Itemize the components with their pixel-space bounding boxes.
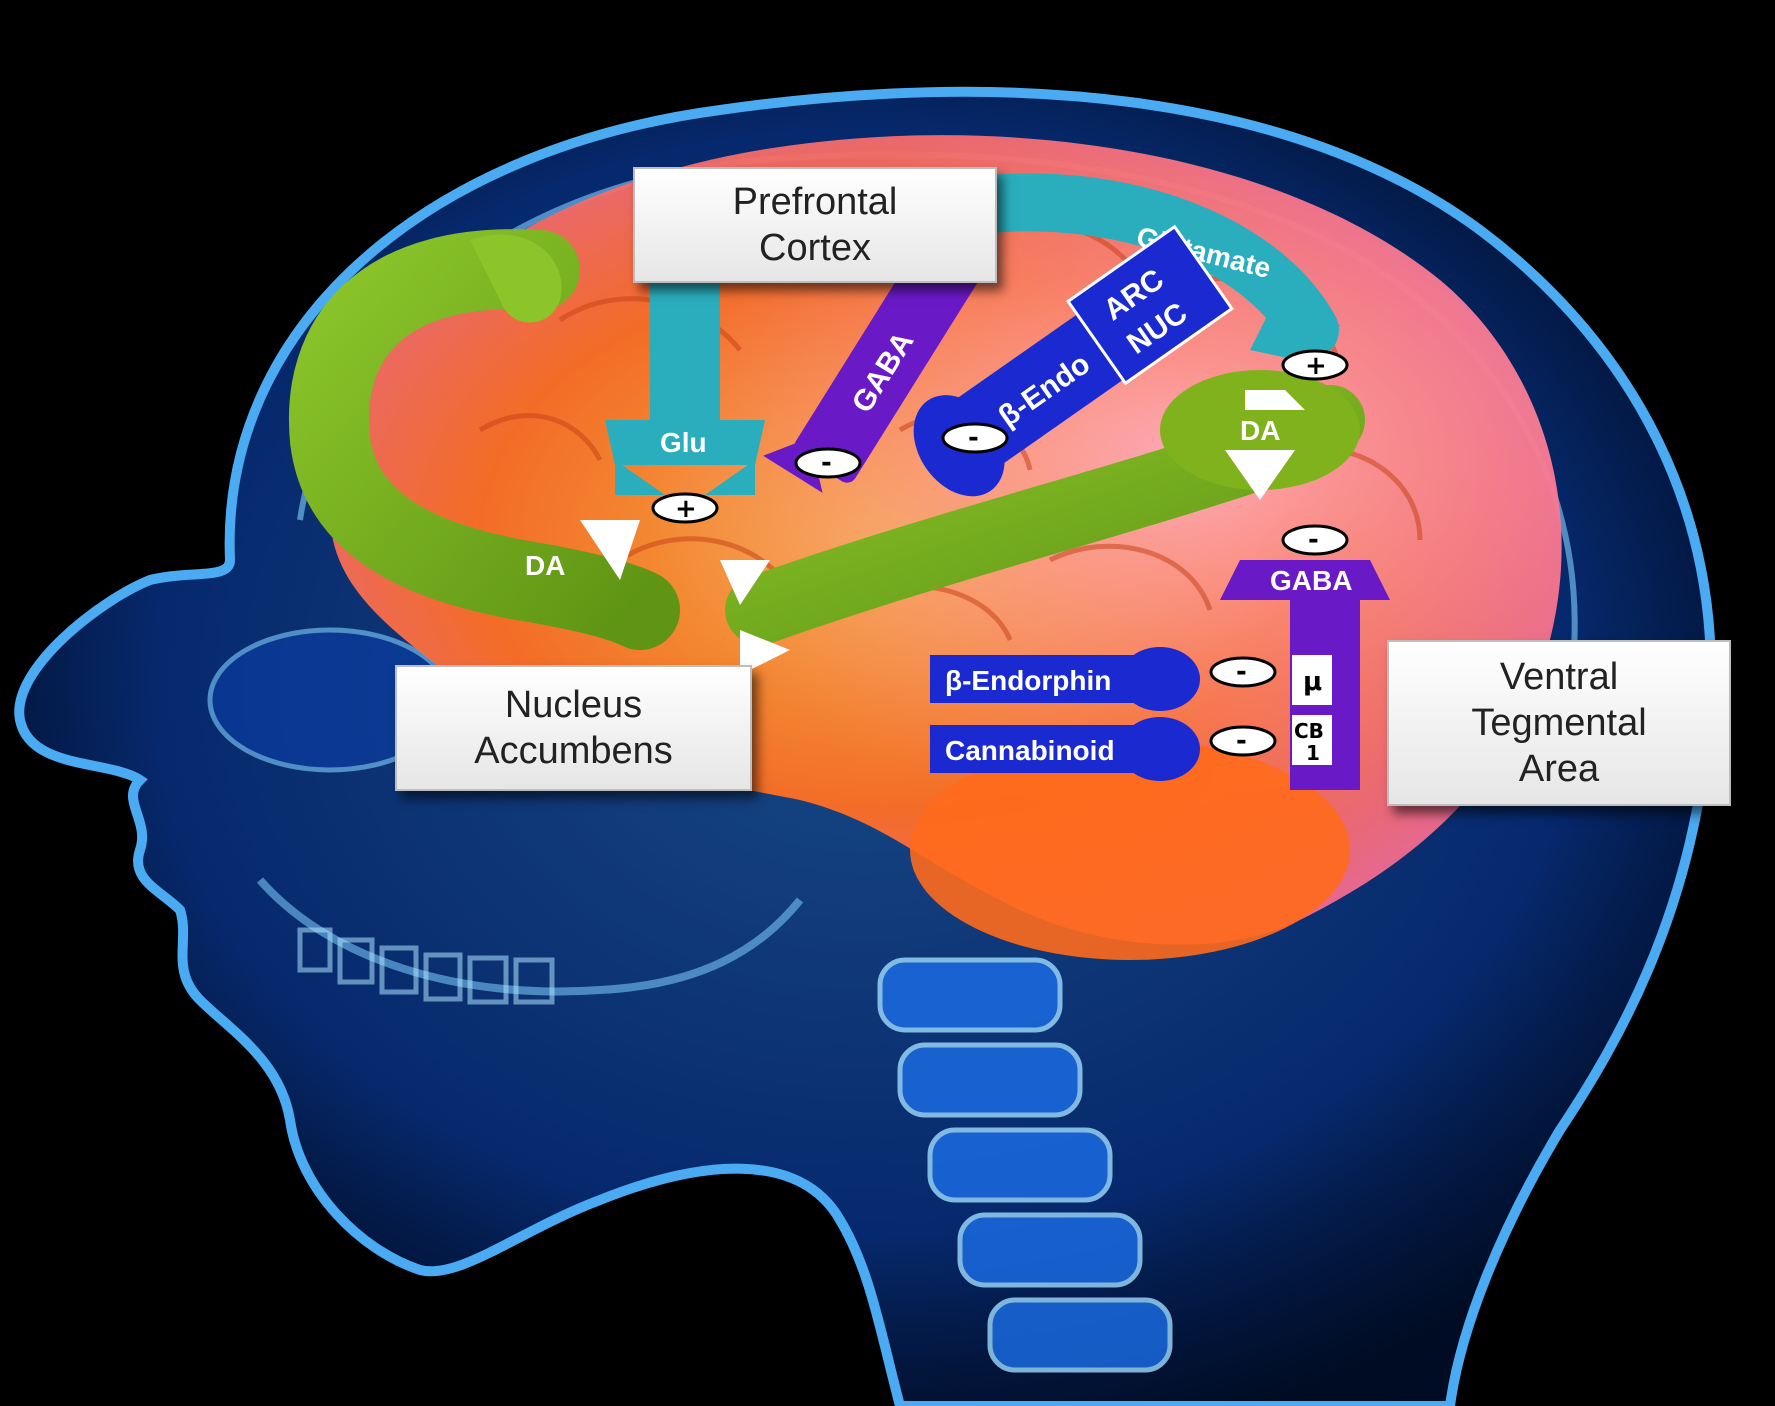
svg-text:1: 1: [1306, 741, 1320, 765]
svg-text:-: -: [821, 448, 832, 478]
svg-text:-: -: [968, 423, 979, 453]
vta-line-3: Area: [1389, 746, 1729, 792]
cannabinoid-neuron: Cannabinoid: [930, 717, 1200, 781]
svg-text:+: +: [675, 494, 697, 524]
svg-text:-: -: [1236, 657, 1247, 687]
prefrontal-line-2: Cortex: [635, 225, 995, 271]
prefrontal-cortex-label: Prefrontal Cortex: [633, 167, 997, 283]
svg-text:GABA: GABA: [1270, 565, 1352, 596]
plus-sign-glu: +: [653, 494, 717, 524]
svg-text:-: -: [1308, 525, 1319, 555]
minus-sign-beta-endo: -: [943, 423, 1007, 453]
ventral-tegmental-area-label: Ventral Tegmental Area: [1387, 640, 1731, 806]
nucleus-line-1: Nucleus: [397, 682, 750, 728]
beta-endorphin-neuron: β-Endorphin: [930, 647, 1200, 711]
minus-sign-endorphin: -: [1211, 657, 1275, 687]
minus-sign-gaba-cortex: -: [796, 448, 860, 478]
vta-line-2: Tegmental: [1389, 700, 1729, 746]
vta-line-1: Ventral: [1389, 654, 1729, 700]
svg-text:β-Endorphin: β-Endorphin: [945, 665, 1111, 696]
nucleus-accumbens-label: Nucleus Accumbens: [395, 665, 752, 791]
cb1-receptor: CB: [1294, 719, 1324, 743]
minus-sign-cannabinoid: -: [1211, 726, 1275, 756]
nucleus-line-2: Accumbens: [397, 728, 750, 774]
svg-text:+: +: [1305, 351, 1327, 381]
minus-sign-vta: -: [1283, 525, 1347, 555]
svg-text:DA: DA: [525, 550, 565, 581]
svg-text:Glu: Glu: [660, 427, 707, 458]
mu-receptor: μ: [1303, 667, 1322, 697]
svg-text:-: -: [1236, 726, 1247, 756]
svg-text:DA: DA: [1240, 415, 1280, 446]
prefrontal-line-1: Prefrontal: [635, 179, 995, 225]
plus-sign-glutamate: +: [1283, 351, 1347, 381]
svg-text:Cannabinoid: Cannabinoid: [945, 735, 1115, 766]
